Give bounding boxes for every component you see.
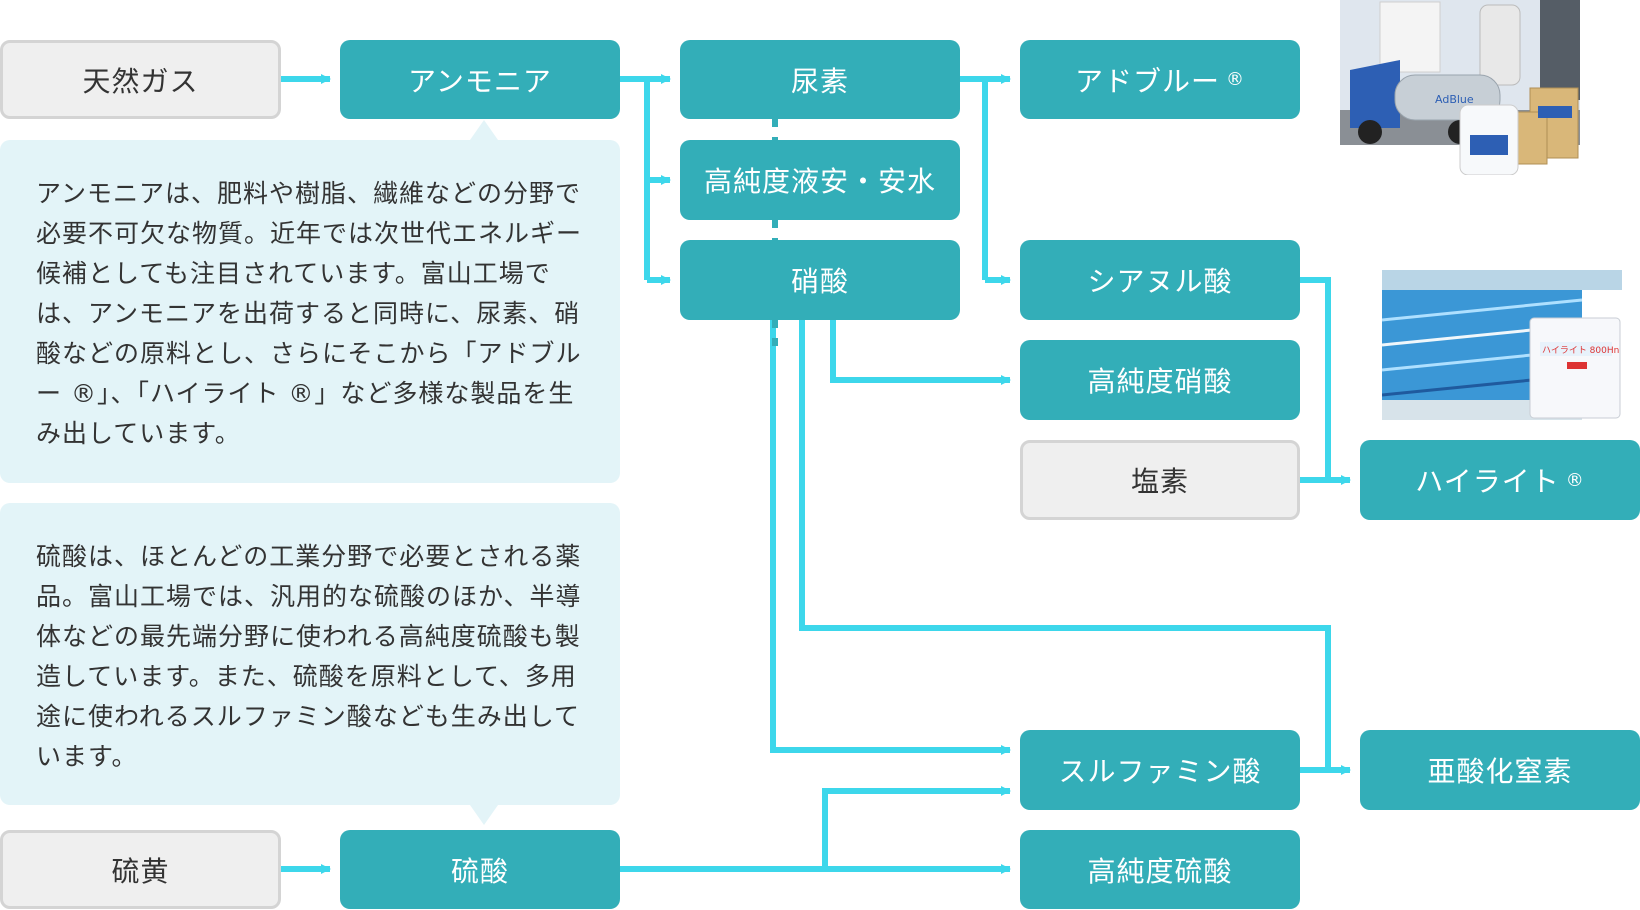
adblue-product-photo: AdBlue	[1340, 0, 1580, 175]
node-high-purity-liquid-ammonia: 高純度液安・安水	[680, 140, 960, 220]
node-ammonia: アンモニア	[340, 40, 620, 119]
node-cyanuric-acid-label: シアヌル酸	[1087, 265, 1233, 298]
node-sulfur: 硫黄	[0, 830, 281, 909]
node-nitrous-oxide-label: 亜酸化窒素	[1427, 755, 1573, 788]
node-hilite: ハイライト®	[1360, 440, 1640, 520]
registered-mark: ®	[1226, 69, 1245, 90]
node-natural-gas: 天然ガス	[0, 40, 281, 119]
adblue-photo-illustration: AdBlue	[1340, 0, 1580, 175]
node-high-purity-sulfuric-acid: 高純度硫酸	[1020, 830, 1300, 909]
node-chlorine-label: 塩素	[1130, 465, 1189, 498]
node-sulfuric-acid-label: 硫酸	[450, 854, 509, 888]
node-natural-gas-label: 天然ガス	[82, 64, 199, 98]
line-nitric-to-nitrous	[799, 320, 1331, 770]
desc-sulfuric-acid-text: 硫酸は、ほとんどの工業分野で必要とされる薬品。富山工場では、汎用的な硫酸のほか、…	[36, 542, 582, 771]
node-urea: 尿素	[680, 40, 960, 119]
node-high-purity-sulfuric-acid-label: 高純度硫酸	[1087, 854, 1233, 888]
node-sulfamic-acid-label: スルファミン酸	[1058, 755, 1262, 788]
hilite-product-photo: ハイライト 800Hn	[1382, 270, 1622, 420]
node-cyanuric-acid: シアヌル酸	[1020, 240, 1300, 320]
desc-ammonia-pointer	[470, 120, 498, 140]
line-cyanuric-to-hilite	[1300, 277, 1331, 480]
registered-mark: ®	[1565, 469, 1585, 491]
node-ammonia-label: アンモニア	[408, 64, 552, 98]
desc-sulfuric-acid: 硫酸は、ほとんどの工業分野で必要とされる薬品。富山工場では、汎用的な硫酸のほか、…	[0, 503, 620, 805]
node-sulfuric-acid: 硫酸	[340, 830, 620, 909]
node-sulfur-label: 硫黄	[111, 854, 170, 888]
desc-ammonia-text: アンモニアは、肥料や樹脂、繊維などの分野で必要不可欠な物質。近年では次世代エネル…	[36, 179, 583, 448]
node-chlorine: 塩素	[1020, 440, 1300, 520]
node-high-purity-nitric-acid-label: 高純度硝酸	[1087, 365, 1233, 398]
node-urea-label: 尿素	[790, 64, 849, 98]
node-adblue-label: アドブルー	[1074, 64, 1220, 98]
desc-ammonia: アンモニアは、肥料や樹脂、繊維などの分野で必要不可欠な物質。近年では次世代エネル…	[0, 140, 620, 483]
adblue-tank-lettering: AdBlue	[1435, 93, 1474, 106]
node-adblue: アドブルー ®	[1020, 40, 1300, 119]
node-nitrous-oxide: 亜酸化窒素	[1360, 730, 1640, 810]
arrow-nitric-to-sulfamic	[770, 320, 1011, 755]
node-high-purity-nitric-acid: 高純度硝酸	[1020, 340, 1300, 420]
arrow-sulfuric-to-sulfamic	[822, 786, 1011, 869]
node-high-purity-liquid-ammonia-label: 高純度液安・安水	[703, 165, 936, 198]
hilite-photo-illustration: ハイライト 800Hn	[1382, 270, 1622, 420]
node-nitric-acid-label: 硝酸	[790, 265, 849, 298]
desc-sulfuric-acid-pointer	[470, 805, 498, 825]
node-nitric-acid: 硝酸	[680, 240, 960, 320]
hilite-bag-lettering: ハイライト 800Hn	[1542, 345, 1619, 356]
arrow-nitric-to-high-purity-nitric	[830, 320, 1011, 385]
node-hilite-label: ハイライト	[1415, 465, 1560, 498]
node-sulfamic-acid: スルファミン酸	[1020, 730, 1300, 810]
